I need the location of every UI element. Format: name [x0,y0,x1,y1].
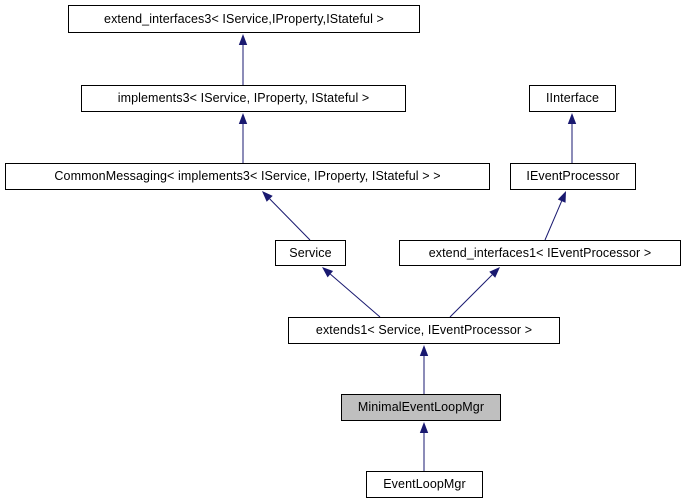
edge-arrowhead [567,113,577,124]
class-node-label: Service [289,245,332,260]
edge-line [544,200,563,241]
inheritance-arrow-extends1-to-extend_interfaces1 [449,267,500,318]
inheritance-arrow-commonmessaging-to-implements3 [238,113,248,163]
edge-line [269,198,311,241]
inheritance-arrow-implements3-to-extend_interfaces3 [238,34,248,85]
class-node-extend_interfaces1[interactable]: extend_interfaces1< IEventProcessor > [399,240,681,266]
inheritance-arrow-minimaleventloopmgr-to-extends1 [419,345,429,394]
class-node-extends1[interactable]: extends1< Service, IEventProcessor > [288,317,560,344]
edge-arrowhead [238,113,248,124]
edge-arrowhead [419,345,429,356]
edge-arrowhead [557,191,566,203]
edge-arrowhead [322,267,334,278]
class-node-label: implements3< IService, IProperty, IState… [117,91,370,106]
class-node-label: IEventProcessor [526,169,620,184]
inheritance-arrow-eventloopmgr-to-minimaleventloopmgr [419,422,429,471]
edge-line [330,273,381,318]
class-node-label: IInterface [545,91,600,106]
class-node-label: extends1< Service, IEventProcessor > [315,323,533,338]
inheritance-arrow-extends1-to-service [322,267,381,318]
edge-arrowhead [489,267,500,278]
edge-arrowhead [238,34,248,45]
class-node-label: EventLoopMgr [383,477,466,492]
class-node-label: extend_interfaces1< IEventProcessor > [428,245,652,260]
class-node-iinterface[interactable]: IInterface [529,85,616,112]
class-node-implements3[interactable]: implements3< IService, IProperty, IState… [81,85,406,112]
class-node-label: extend_interfaces3< IService,IProperty,I… [104,11,384,26]
class-node-service[interactable]: Service [275,240,346,266]
inheritance-arrow-ieventprocessor-to-iinterface [567,113,577,163]
edge-arrowhead [419,422,429,433]
class-node-eventloopmgr[interactable]: EventLoopMgr [366,471,483,498]
edge-arrowhead [262,191,273,202]
class-node-extend_interfaces3[interactable]: extend_interfaces3< IService,IProperty,I… [68,5,420,33]
class-node-minimaleventloopmgr[interactable]: MinimalEventLoopMgr [341,394,501,421]
edge-line [449,274,493,318]
class-node-label: MinimalEventLoopMgr [357,400,485,415]
class-node-label: CommonMessaging< implements3< IService, … [54,169,441,184]
inheritance-arrow-service-to-commonmessaging [262,191,311,241]
class-node-commonmessaging[interactable]: CommonMessaging< implements3< IService, … [5,163,490,190]
class-node-ieventprocessor[interactable]: IEventProcessor [510,163,636,190]
inheritance-arrow-extend_interfaces1-to-ieventprocessor [544,191,566,241]
